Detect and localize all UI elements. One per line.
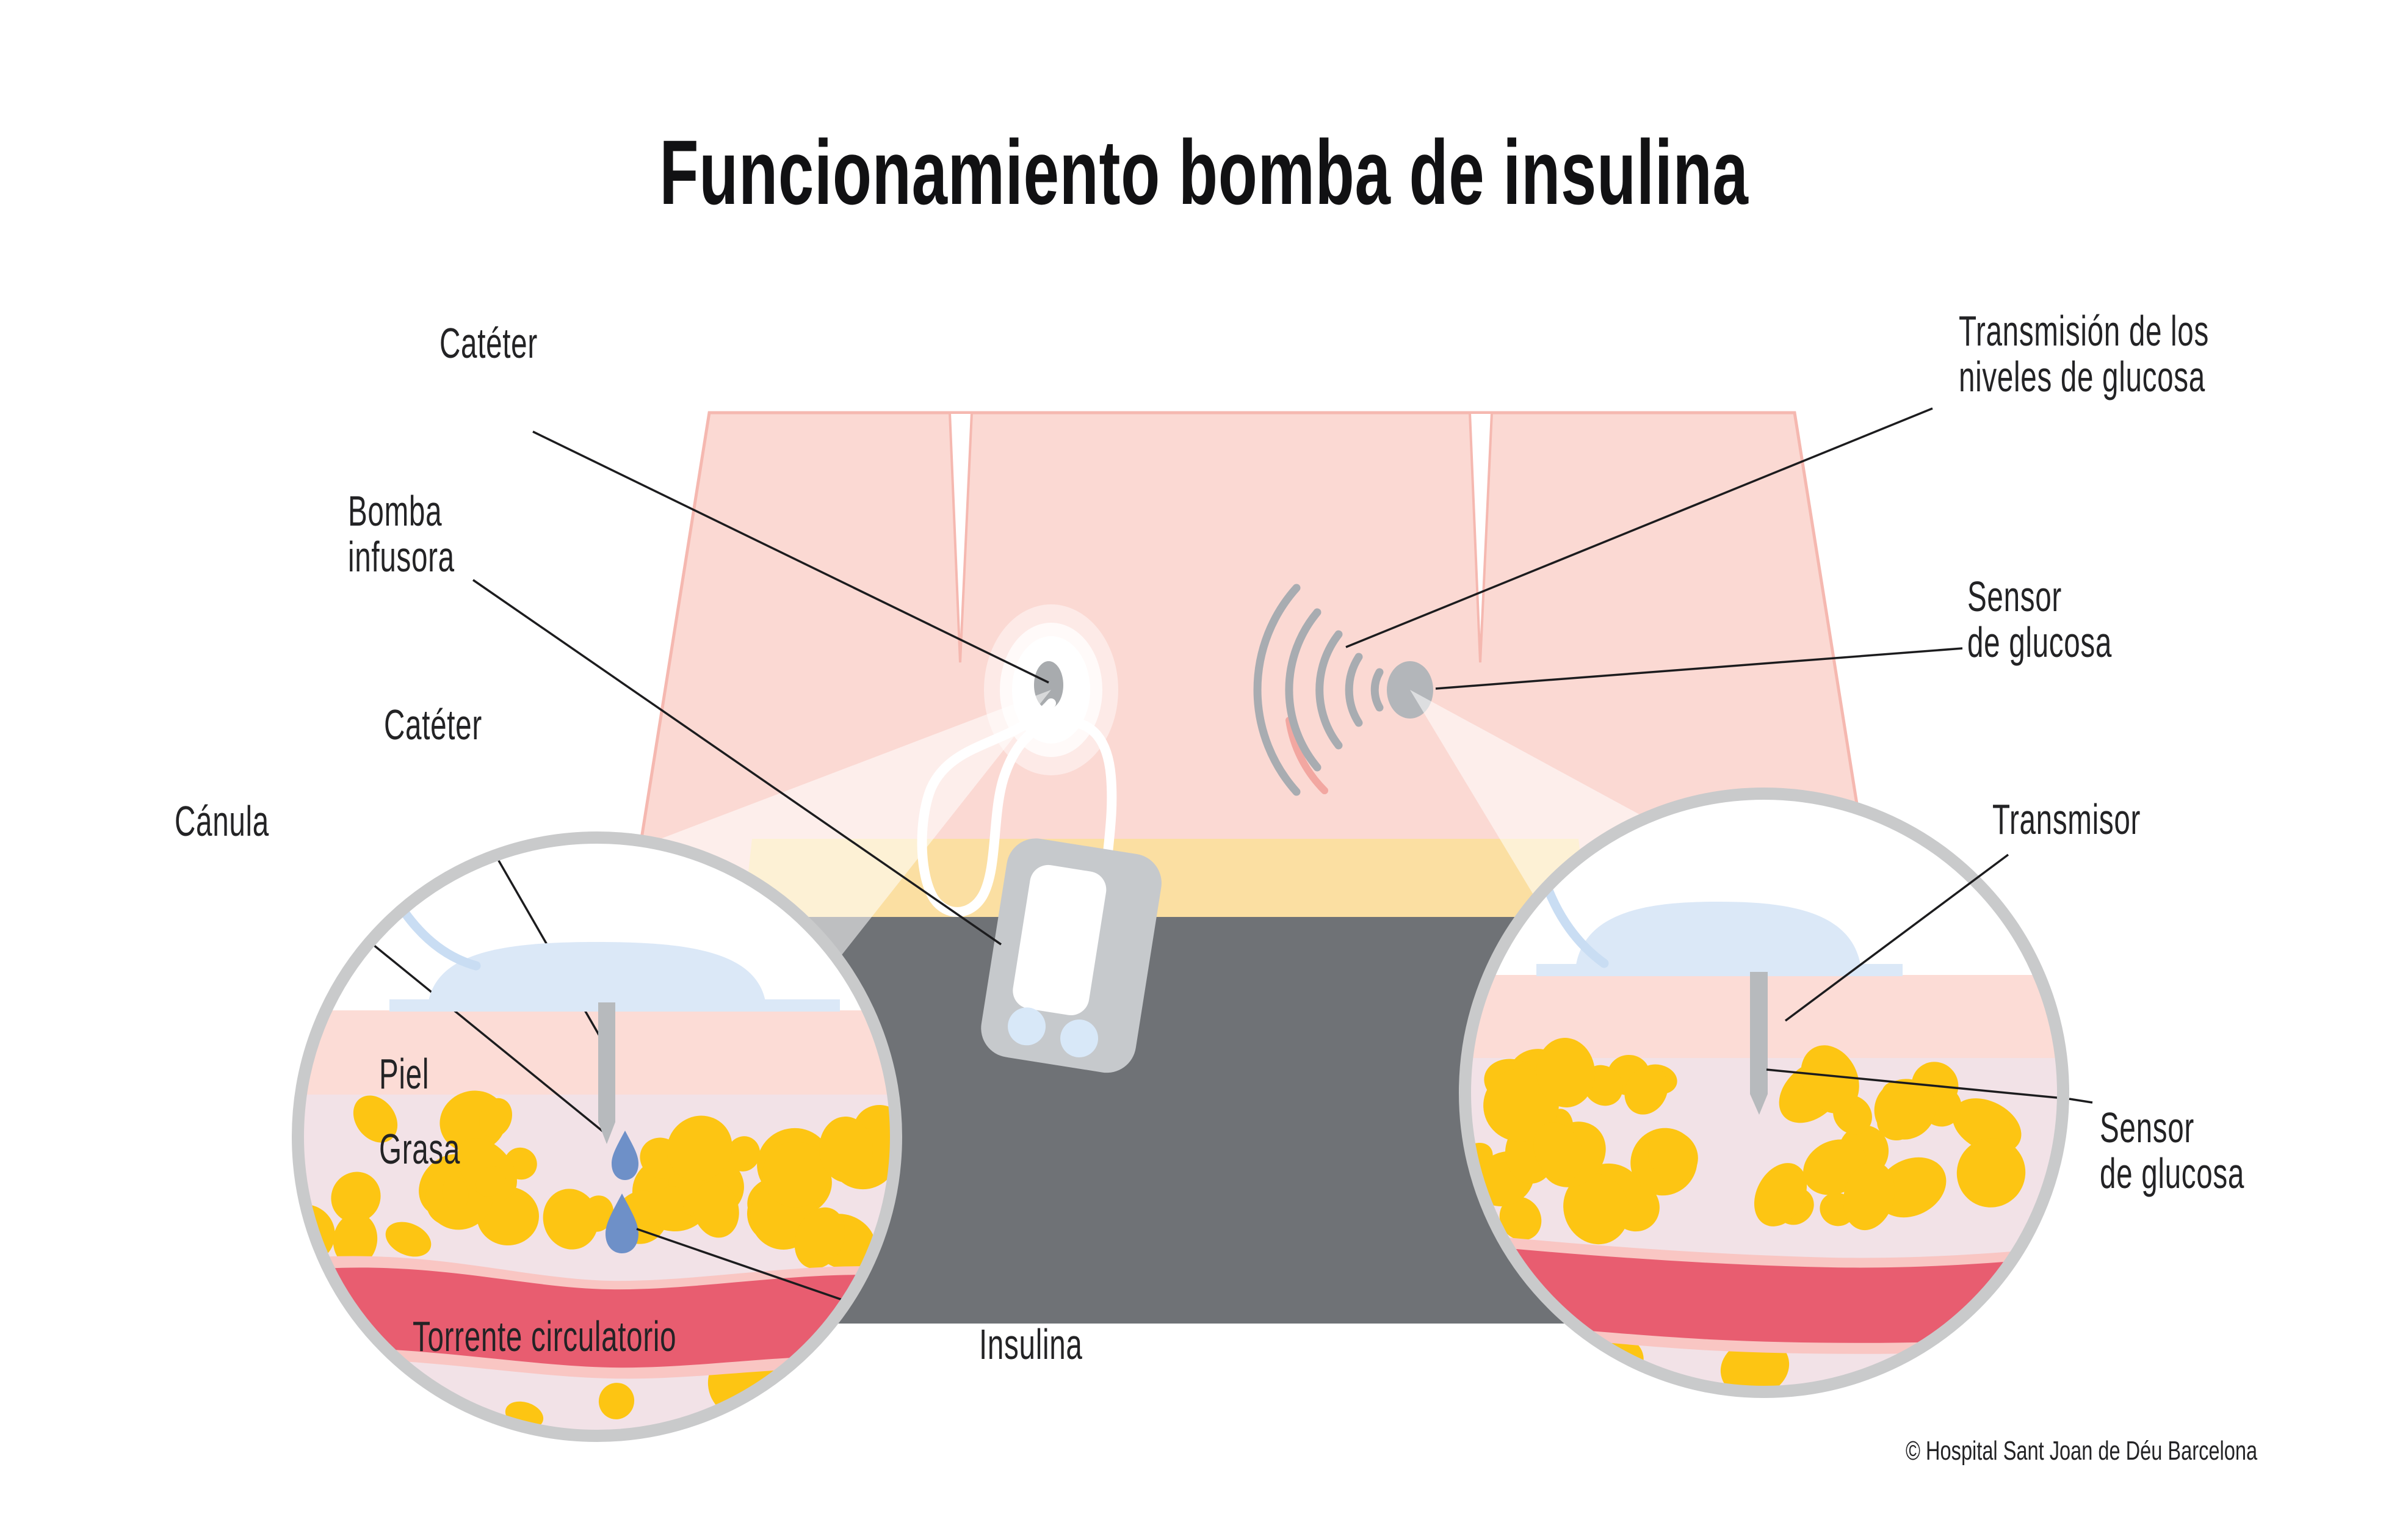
label-sensor-lower-line2: de glucosa — [2100, 1149, 2245, 1197]
fat-blob — [1478, 1360, 1538, 1386]
left-circle-outline — [292, 831, 902, 1442]
label-cateter-inset: Catéter — [384, 701, 482, 748]
label-transmision: Transmisión de los niveles de glucosa — [1959, 308, 2209, 400]
label-insulina: Insulina — [979, 1320, 1083, 1368]
fat-blob — [1499, 1197, 1542, 1241]
fat-blob — [1970, 1104, 2010, 1141]
label-sensor-upper-line1: Sensor — [1967, 573, 2062, 620]
skin-layer-left — [303, 1010, 891, 1095]
pump-screen — [1013, 864, 1107, 1016]
label-bomba-line1: Bomba — [348, 487, 443, 535]
label-transmisor: Transmisor — [1992, 795, 2141, 843]
fat-blob — [1624, 1066, 1668, 1115]
label-sensor-upper: Sensor de glucosa — [1967, 574, 2112, 665]
fat-blob — [309, 1388, 369, 1430]
fat-blobs-left — [303, 1090, 891, 1270]
label-torrente: Torrente circulatorio — [413, 1313, 677, 1360]
leader-insulina — [636, 1228, 891, 1347]
signal-wave-2 — [1285, 608, 1322, 772]
fat-blob — [1956, 1138, 2026, 1208]
fat-blob — [475, 1166, 506, 1197]
fat-blob — [543, 1189, 599, 1250]
transmitter-dome — [1575, 902, 1862, 976]
label-sensor-upper-line2: de glucosa — [1967, 618, 2113, 666]
label-sensor-lower: Sensor de glucosa — [2100, 1105, 2244, 1197]
fat-blob — [1945, 1376, 1992, 1386]
fat-blob — [1563, 1173, 1629, 1245]
pump-button-left — [1008, 1007, 1046, 1046]
pants — [689, 917, 1644, 1324]
fat-blob — [303, 1388, 362, 1430]
bloodstream-left — [303, 1267, 891, 1368]
right-arm-slit — [1468, 411, 1494, 663]
insulin-tubing — [917, 698, 1117, 917]
label-sensor-lower-line1: Sensor — [2100, 1104, 2194, 1151]
fat-blob — [1754, 1163, 1807, 1226]
fat-blob — [331, 1172, 381, 1223]
fat-blob — [1843, 1161, 1895, 1231]
copyright-notice: © Hospital Sant Joan de Déu Barcelona — [1906, 1436, 2258, 1466]
leader-transmision — [1345, 407, 1933, 648]
fat-blob — [1801, 1045, 1859, 1114]
label-bomba-infusora: Bomba infusora — [348, 488, 455, 580]
fat-blob — [479, 1098, 513, 1138]
leader-cateter-top — [532, 430, 1049, 684]
fat-blob — [648, 1186, 685, 1228]
fat-blob — [338, 1393, 385, 1430]
fat-blob — [693, 1181, 739, 1238]
insulin-droplet-1 — [612, 1131, 638, 1180]
signal-wave-1 — [1253, 584, 1301, 796]
fat-blob — [794, 1207, 845, 1269]
leader-lines — [472, 407, 2093, 1104]
insulin-pump-device — [981, 838, 1162, 1073]
sensor-filament — [1750, 972, 1768, 1115]
leader-bomba-infusora — [472, 579, 1002, 946]
label-grasa: Grasa — [379, 1125, 461, 1173]
waistband — [743, 839, 1588, 917]
bloodstream-right — [1470, 1244, 2058, 1343]
fat-blob — [1874, 1079, 1936, 1140]
fat-blob — [1648, 1130, 1698, 1181]
fat-blob — [442, 1176, 469, 1211]
fat-blob — [1470, 1351, 1526, 1386]
label-piel: Piel — [379, 1050, 430, 1098]
label-transmision-line1: Transmisión de los — [1959, 307, 2209, 355]
fat-blob — [598, 1383, 635, 1419]
pump-button-right — [1060, 1019, 1099, 1057]
signal-wave-5 — [1370, 668, 1384, 712]
fat-blob — [1876, 1157, 1947, 1218]
label-bomba-line2: infusora — [348, 532, 455, 581]
leader-sensor-upper — [1435, 647, 1963, 690]
signal-wave-red — [1285, 717, 1328, 794]
label-canula: Cánula — [175, 797, 269, 845]
cannula — [598, 1002, 615, 1144]
leader-sensor-lower — [1766, 1068, 2058, 1100]
fat-blob — [667, 1115, 732, 1181]
fat-blob — [333, 1213, 378, 1267]
signal-wave-4 — [1345, 653, 1363, 727]
fat-blob — [1720, 1338, 1790, 1386]
right-inset-circle — [1459, 788, 2069, 1398]
leader-sensor-lower-out — [2069, 1098, 2093, 1104]
right-circle-outline — [1459, 788, 2069, 1398]
label-transmision-line2: niveles de glucosa — [1959, 352, 2205, 400]
insulin-droplet-2 — [606, 1193, 638, 1253]
fat-blob — [726, 1136, 761, 1172]
fat-blob — [385, 1222, 432, 1257]
left-arm-slit — [948, 411, 974, 663]
leader-transmisor — [1784, 853, 2009, 1022]
signal-wave-3 — [1315, 630, 1343, 750]
fat-blob — [1536, 1038, 1596, 1107]
fat-blob — [1533, 1122, 1583, 1181]
fat-blob — [353, 1095, 398, 1143]
label-cateter-top: Catéter — [439, 319, 538, 367]
page-title: Funcionamiento bomba de insulina — [659, 121, 1749, 223]
infusion-set-dome — [427, 942, 767, 1011]
transmission-waves — [1253, 584, 1384, 796]
fat-blob — [819, 1117, 873, 1183]
fat-blob — [762, 1142, 828, 1208]
